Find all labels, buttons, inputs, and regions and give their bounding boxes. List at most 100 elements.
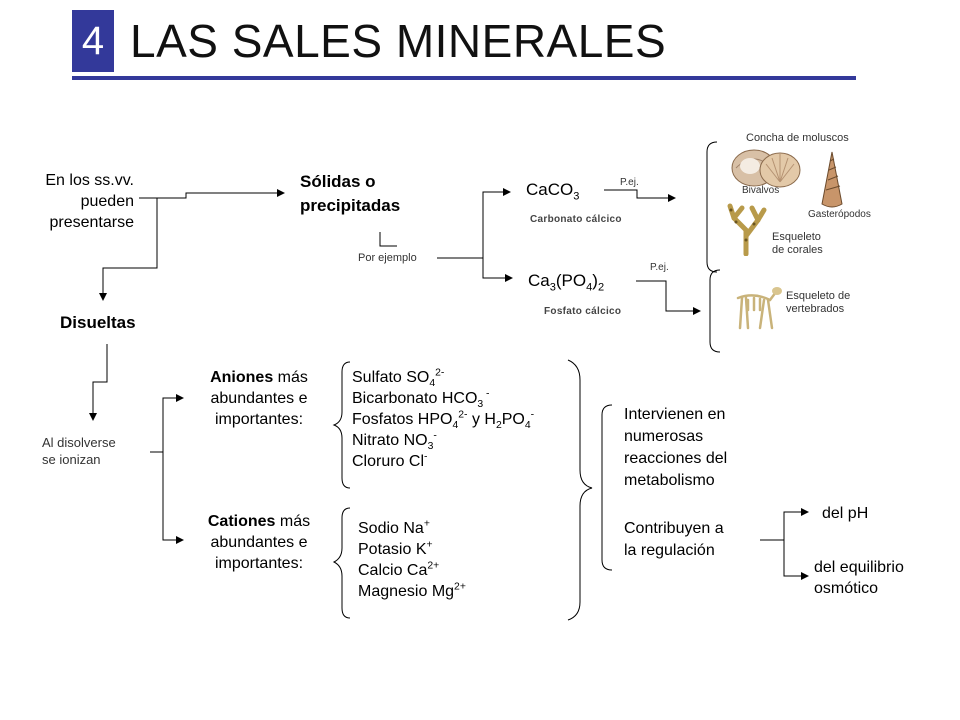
anion-fosfatos-sup: 2- (458, 409, 468, 421)
funcion-metabolismo-line1: Intervienen en (624, 406, 726, 423)
funcion-metabolismo: Intervienen en numerosas reacciones del … (624, 404, 727, 492)
corales-label: Esqueleto de corales (772, 231, 823, 257)
connector-to-solidas (139, 189, 285, 199)
funcion-regulacion-line1: Contribuyen a (624, 520, 724, 537)
aniones-heading: Aniones más abundantes e importantes: (186, 367, 332, 430)
ca3po4-sub1: 3 (549, 281, 556, 294)
vertebrados-line1: Esqueleto de (786, 290, 851, 302)
ionizan-line2: se ionizan (42, 452, 101, 467)
cation-magnesio: Magnesio Mg2+ (358, 581, 466, 602)
corales-line2: de corales (772, 244, 823, 256)
ca3po4-name: Fosfato cálcico (544, 306, 622, 317)
funcion-regulacion-line2: la regulación (624, 542, 715, 559)
page-title: LAS SALES MINERALES (130, 15, 667, 67)
bracket-funciones (601, 404, 613, 571)
anion-sulfato: Sulfato SO42- (352, 367, 534, 390)
caco3-formula: CaCO3 (526, 180, 580, 203)
cationes-heading-line3: importantes: (214, 555, 304, 572)
bivalvos-label: Bivalvos (742, 185, 780, 196)
anion-nitrato-sup: - (433, 430, 437, 442)
connector-caco3-pej (604, 189, 676, 202)
ca3po4-sub3: 2 (597, 281, 605, 294)
por-ejemplo-label: Por ejemplo (358, 252, 417, 264)
anion-fosfatos: Fosfatos HPO42- y H2PO4- (352, 409, 535, 432)
vertebrate-skeleton-illustration (736, 287, 782, 330)
ca3po4-pej: P.ej. (650, 262, 669, 273)
bracket-vertebrados (709, 269, 721, 353)
anion-cloruro-text: Cloruro Cl (352, 453, 425, 470)
cation-magnesio-text: Magnesio Mg (358, 583, 455, 600)
aniones-heading-line1: Aniones más (186, 367, 332, 388)
anion-bicarbonato-text: Bicarbonato HCO (352, 390, 478, 407)
cation-magnesio-sup: 2+ (454, 581, 466, 593)
connector-to-caco3 (482, 188, 511, 278)
vertebrados-line2: vertebrados (786, 303, 845, 315)
intro-line2: pueden (80, 193, 134, 210)
anion-bicarbonato-sup: - (483, 388, 490, 400)
intro-line1: En los ss.vv. (45, 172, 134, 189)
cationes-heading-line2: abundantes e (210, 534, 308, 551)
anion-fosfatos-b: PO (501, 411, 525, 428)
ionizan-label: Al disolverse se ionizan (42, 434, 116, 468)
gastropod-shell-illustration (821, 151, 843, 208)
anion-cloruro: Cloruro Cl- (352, 451, 534, 472)
cationes-list: Sodio Na+ Potasio K+ Calcio Ca2+ Magnesi… (358, 518, 466, 602)
cationes-heading-rest: más (275, 513, 311, 530)
title-underline (72, 76, 856, 80)
moluscos-title: Concha de moluscos (746, 132, 849, 144)
connector-to-ph (783, 508, 809, 540)
anion-sulfato-text: Sulfato SO (352, 369, 430, 386)
solidas-line1: Sólidas o (300, 172, 376, 191)
ca3po4-part-c: ) (592, 271, 598, 290)
cation-sodio-sup: + (423, 518, 430, 530)
bracket-moluscos (706, 141, 718, 273)
corales-line1: Esqueleto (772, 231, 821, 243)
disueltas-label: Disueltas (60, 313, 136, 332)
anion-fosfatos-sub3: 4 (524, 420, 531, 432)
cation-calcio-text: Calcio Ca (358, 562, 428, 579)
bivalve-shell-illustration (731, 149, 801, 188)
aniones-heading-line3: importantes: (214, 411, 304, 428)
ionizan-line1: Al disolverse (42, 435, 116, 450)
anion-fosfatos-sub2: 2 (495, 420, 502, 432)
aniones-heading-rest: más (273, 369, 308, 386)
cationes-heading-line1: Cationes más (186, 511, 332, 532)
anion-fosfatos-text: Fosfatos HPO (352, 411, 453, 428)
gasteropodos-label: Gasterópodos (808, 209, 871, 220)
cation-potasio-text: Potasio K (358, 541, 427, 558)
cationes-heading-bold: Cationes (207, 513, 276, 530)
cation-sodio: Sodio Na+ (358, 518, 466, 539)
cation-potasio: Potasio K+ (358, 539, 466, 560)
solidas-heading: Sólidas o precipitadas (300, 170, 400, 218)
aniones-heading-line2: abundantes e (210, 390, 308, 407)
caco3-formula-sub: 3 (573, 190, 580, 203)
caco3-name: Carbonato cálcico (530, 214, 622, 225)
anion-sulfato-sub: 4 (429, 378, 436, 390)
connector-to-ca3po4 (482, 258, 513, 282)
aniones-heading-bold: Aniones (210, 369, 274, 386)
connector-to-cationes (162, 452, 184, 544)
connector-to-ionizan (89, 344, 108, 421)
regulacion-osmotico: del equilibrio osmótico (814, 557, 904, 599)
brace-aniones (332, 361, 351, 489)
funcion-metabolismo-line4: metabolismo (624, 472, 715, 489)
anion-fosfatos-sup2: - (530, 409, 535, 421)
connector-ca3po4-pej (636, 280, 701, 315)
section-number-badge: 4 (72, 10, 114, 72)
ca3po4-part-b: (PO (555, 271, 587, 290)
cation-potasio-sup: + (426, 539, 433, 551)
cation-sodio-text: Sodio Na (358, 520, 424, 537)
ca3po4-formula: Ca3(PO4)2 (528, 271, 605, 294)
solidas-line2: precipitadas (300, 196, 401, 215)
vertebrados-label: Esqueleto de vertebrados (786, 290, 850, 316)
connector-to-aniones (162, 394, 184, 452)
anion-bicarbonato: Bicarbonato HCO3 - (352, 388, 534, 410)
anion-fosfatos-sub: 4 (452, 420, 459, 432)
aniones-list: Sulfato SO42- Bicarbonato HCO3 - Fosfato… (352, 367, 534, 472)
brace-join (567, 359, 593, 621)
connector-to-disueltas (99, 197, 158, 301)
regulacion-osmotico-line2: osmótico (814, 580, 879, 597)
anion-nitrato-text: Nitrato NO (352, 432, 428, 449)
anion-sulfato-sup: 2- (435, 367, 445, 379)
